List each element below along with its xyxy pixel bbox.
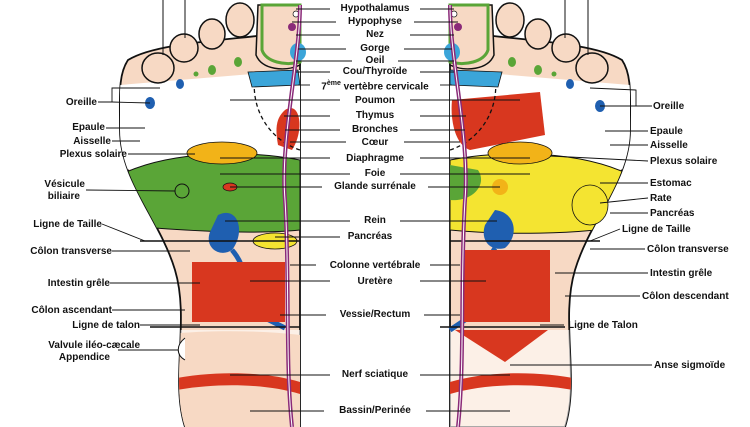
label-bronches: Bronches <box>350 124 400 135</box>
label-cou-thyroide: Cou/Thyroïde <box>341 66 409 77</box>
left-sciatic-band <box>150 373 300 396</box>
right-toe-1 <box>575 52 609 84</box>
label-hypophyse: Hypophyse <box>347 16 403 27</box>
label-uretere: Uretère <box>356 276 394 287</box>
label-7eme-suffix: ème <box>326 80 341 87</box>
label-glande-surrenale: Glande surrénale <box>333 181 417 192</box>
label-nez: Nez <box>365 29 385 40</box>
label-right-oreille: Oreille <box>653 101 685 112</box>
leader-lines <box>85 8 652 412</box>
label-left-ligne-de-taille: Ligne de Taille <box>33 219 102 230</box>
label-left-ligne-de-talon: Ligne de talon <box>72 320 140 331</box>
left-toe-3 <box>198 18 226 50</box>
left-toe-2 <box>169 33 199 63</box>
label-pancreas-center: Pancréas <box>346 231 394 242</box>
label-left-biliaire: biliaire <box>47 191 80 202</box>
left-eye-dot-1 <box>208 65 216 75</box>
label-left-oreille: Oreille <box>65 97 97 108</box>
right-eye-dot-1 <box>534 65 542 75</box>
label-gorge: Gorge <box>359 43 391 54</box>
label-right-ligne-de-talon: Ligne de Talon <box>568 320 638 331</box>
right-ear-dot-3 <box>551 71 557 77</box>
left-toe-4 <box>225 2 255 38</box>
label-right-anse-sigmoide: Anse sigmoïde <box>654 360 726 371</box>
label-vessie-rectum: Vessie/Rectum <box>338 309 412 320</box>
left-liver <box>119 153 300 233</box>
left-small-intestine <box>192 262 285 322</box>
right-kidney <box>483 210 514 249</box>
label-thymus: Thymus <box>354 110 396 121</box>
label-7eme-number: 7 <box>321 81 327 93</box>
label-right-pancreas: Pancréas <box>650 208 695 219</box>
left-ear-dot-2 <box>176 79 184 89</box>
left-big-toe <box>255 4 301 70</box>
label-right-estomac: Estomac <box>650 178 692 189</box>
right-small-intestine <box>462 250 550 322</box>
label-7eme-vertebre: 7ème vertèbre cervicale <box>320 78 430 93</box>
label-rein: Rein <box>363 215 387 226</box>
left-foot <box>118 2 306 427</box>
label-right-epaule: Epaule <box>650 126 683 137</box>
label-right-ligne-de-taille: Ligne de Taille <box>622 224 691 235</box>
label-left-colon-ascendant: Côlon ascendant <box>31 305 112 316</box>
left-nose-dot <box>288 23 296 31</box>
label-right-colon-transverse: Côlon transverse <box>647 244 729 255</box>
right-nose-dot <box>454 23 462 31</box>
label-left-aisselle: Aisselle <box>73 136 111 147</box>
label-nerf-sciatique: Nerf sciatique <box>340 369 410 380</box>
right-eye-dot-2 <box>508 57 516 67</box>
left-big-toe-green <box>260 3 302 65</box>
right-foot <box>440 2 632 427</box>
label-right-aisselle: Aisselle <box>650 140 688 151</box>
label-left-colon-transverse: Côlon transverse <box>30 246 112 257</box>
label-left-epaule: Epaule <box>72 122 105 133</box>
left-kidney <box>208 212 240 253</box>
label-right-colon-descendant: Côlon descendant <box>642 291 729 302</box>
left-eye-dot-2 <box>234 57 242 67</box>
left-appendix-notch <box>177 337 186 361</box>
label-left-vesicule: Vésicule <box>44 179 85 190</box>
label-right-intestin-grele: Intestin grêle <box>650 268 713 279</box>
label-hypothalamus: Hypothalamus <box>339 3 411 14</box>
top-tick-lines <box>162 0 589 55</box>
label-oeil: Oeil <box>364 55 386 66</box>
left-plexus <box>186 141 258 165</box>
right-sciatic-band <box>450 373 600 396</box>
label-left-valvule: Valvule iléo-cæcale <box>48 340 140 351</box>
right-big-toe <box>449 4 495 70</box>
right-toe-3 <box>524 18 552 50</box>
label-colonne-vertebrale: Colonne vertébrale <box>328 260 422 271</box>
left-gallbladder <box>174 183 190 199</box>
label-poumon: Poumon <box>354 95 396 106</box>
left-ear-dot-3 <box>193 71 199 77</box>
label-left-intestin-grele: Intestin grêle <box>47 278 110 289</box>
label-right-rate: Rate <box>650 193 672 204</box>
right-neck-band <box>449 69 503 88</box>
right-spine-inner <box>449 4 467 427</box>
left-spine-inner <box>283 4 301 427</box>
right-toe-2 <box>551 33 581 63</box>
right-big-toe-green <box>448 3 490 65</box>
right-spleen <box>571 184 609 226</box>
right-plexus <box>487 141 553 165</box>
label-foie: Foie <box>363 168 387 179</box>
label-left-appendice: Appendice <box>58 352 110 363</box>
label-left-plexus-solaire: Plexus solaire <box>59 149 127 160</box>
left-toe-1 <box>141 52 175 84</box>
label-diaphragme: Diaphragme <box>345 153 405 164</box>
label-right-plexus-solaire: Plexus solaire <box>650 156 718 167</box>
label-vertebre-cervicale: vertèbre cervicale <box>340 81 429 93</box>
label-bassin-perinee: Bassin/Perinée <box>338 405 412 416</box>
right-toe-4 <box>495 2 525 38</box>
right-ear-dot-2 <box>566 79 574 89</box>
right-sigmoid <box>455 330 548 362</box>
left-lung-zone <box>120 70 300 170</box>
label-coeur: Cœur <box>360 137 390 148</box>
